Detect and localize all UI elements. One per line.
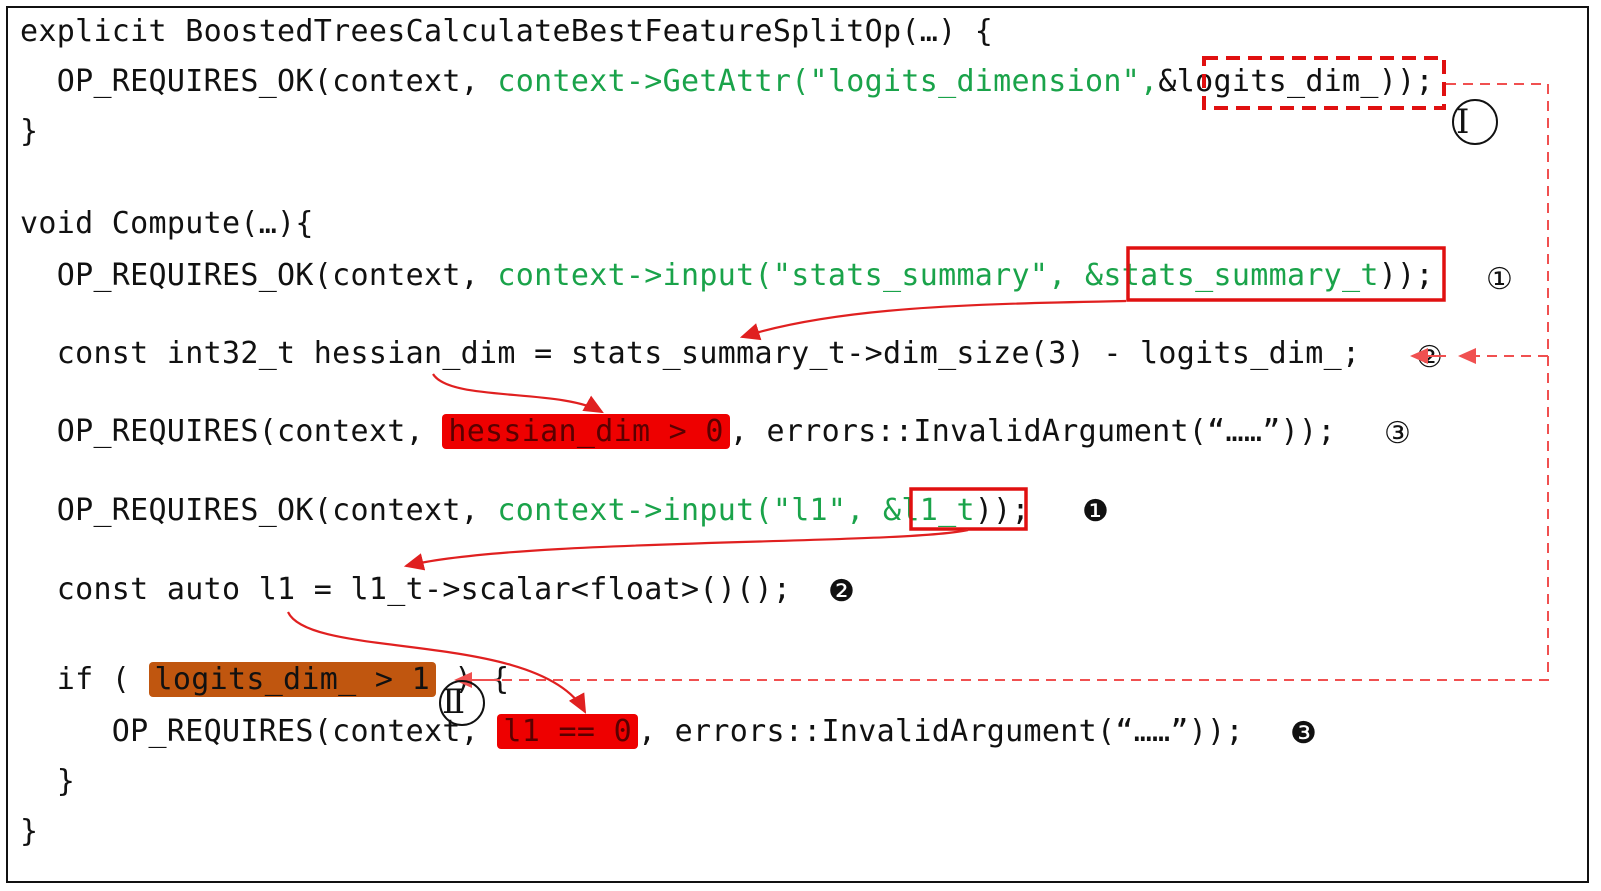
- circled-marker-3: ③: [1384, 416, 1411, 451]
- circled-marker-1: ①: [1486, 262, 1513, 297]
- code-text: explicit BoostedTreesCalculateBestFeatur…: [20, 14, 994, 49]
- code-text: void Compute(…){: [20, 206, 314, 241]
- code-text: OP_REQUIRES(context,: [20, 414, 443, 449]
- input-call: context->input("l1",: [497, 493, 883, 528]
- code-text: );: [1397, 64, 1434, 99]
- l1-check-highlight: l1 == 0: [497, 714, 638, 749]
- code-text: const auto l1 = l1_t->scalar<float>()();: [20, 572, 792, 607]
- code-line-2: OP_REQUIRES_OK(context, context->GetAttr…: [20, 62, 1434, 102]
- hessian-check-highlight: hessian_dim > 0: [442, 414, 730, 449]
- filled-marker-2: ❷: [828, 574, 855, 609]
- code-text: }: [20, 114, 39, 149]
- code-text: OP_REQUIRES_OK(context,: [20, 493, 498, 528]
- code-line-9: OP_REQUIRES_OK(context, context->input("…: [20, 491, 1030, 531]
- logits-dim-arg: &logits_dim_): [1158, 64, 1398, 99]
- input-call: context->input("stats_summary",: [497, 258, 1085, 293]
- logits-condition-highlight: logits_dim_ > 1: [148, 662, 436, 697]
- code-line-1: explicit BoostedTreesCalculateBestFeatur…: [20, 12, 993, 52]
- getattr-call: context->GetAttr("logits_dimension",: [497, 64, 1159, 99]
- code-text: ));: [1378, 258, 1434, 293]
- filled-marker-3: ❸: [1290, 716, 1317, 751]
- code-text: OP_REQUIRES(context,: [20, 714, 498, 749]
- code-line-14: }: [20, 812, 38, 852]
- code-line-7: const int32_t hessian_dim = stats_summar…: [20, 334, 1360, 374]
- roman-marker-2: Ⅱ: [442, 682, 466, 722]
- code-line-11: if ( logits_dim_ > 1 ) {: [20, 660, 509, 700]
- code-text: OP_REQUIRES_OK(context,: [20, 258, 498, 293]
- circled-marker-2: ②: [1416, 340, 1443, 375]
- code-text: }: [20, 814, 39, 849]
- code-line-6: OP_REQUIRES_OK(context, context->input("…: [20, 256, 1434, 296]
- code-line-5: void Compute(…){: [20, 204, 314, 244]
- code-line-10: const auto l1 = l1_t->scalar<float>()();: [20, 570, 791, 610]
- stats-summary-arg: &stats_summary_t: [1084, 258, 1379, 293]
- code-line-12: OP_REQUIRES(context, l1 == 0, errors::In…: [20, 712, 1244, 752]
- code-text: ));: [974, 493, 1030, 528]
- code-line-3: }: [20, 112, 38, 152]
- code-text: , errors::InvalidArgument(“……”));: [637, 714, 1244, 749]
- code-text: const int32_t hessian_dim = stats_summar…: [20, 336, 1361, 371]
- code-text: OP_REQUIRES_OK(context,: [20, 64, 498, 99]
- code-text: , errors::InvalidArgument(“……”));: [729, 414, 1336, 449]
- code-text: if (: [20, 662, 149, 697]
- l1-t-arg: &l1_t: [883, 493, 975, 528]
- roman-marker-1: Ⅰ: [1456, 102, 1470, 142]
- code-text: }: [20, 764, 76, 799]
- code-line-13: }: [20, 762, 75, 802]
- code-line-8: OP_REQUIRES(context, hessian_dim > 0, er…: [20, 412, 1336, 452]
- filled-marker-1: ❶: [1082, 494, 1109, 529]
